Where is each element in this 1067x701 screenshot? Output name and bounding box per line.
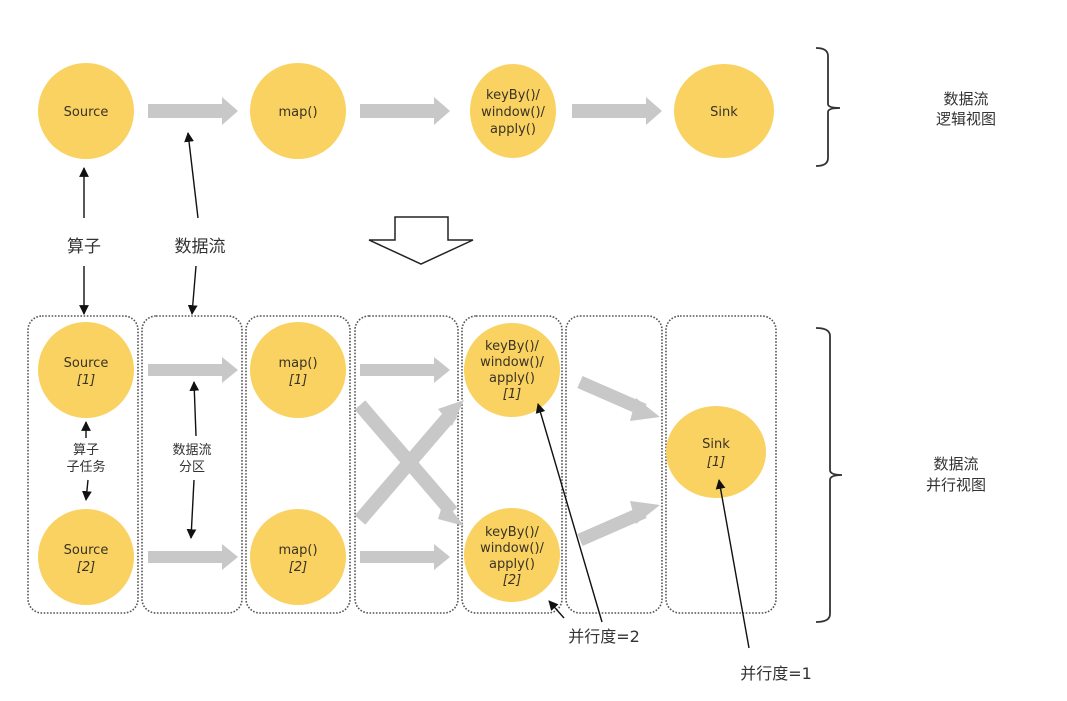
operator-keyby-window-apply: keyBy()/ window()/ apply() [470, 64, 556, 158]
subtask-group-box [245, 315, 351, 614]
node-label: window()/ [480, 541, 544, 556]
parallel-view-label: 并行视图 [926, 476, 986, 494]
subtask-source-2: Source [2] [38, 509, 134, 605]
parallel-view: Source [1] Source [2] map() [1] map() [2… [27, 315, 986, 683]
partition-group-box [141, 315, 243, 614]
operator-source: Source [38, 63, 134, 159]
node-label: keyBy()/ [485, 525, 540, 540]
node-label: keyBy()/ [486, 88, 541, 103]
subtask-sink-1: Sink [1] [666, 406, 766, 498]
node-label: Source [64, 105, 109, 120]
pointer-arrow [548, 600, 565, 619]
stream-arrow [572, 97, 662, 125]
node-index: [2] [77, 560, 95, 575]
node-label: Sink [710, 105, 738, 120]
pointer-arrow [189, 381, 200, 437]
pointer-arrow [715, 479, 750, 649]
subtask-label: 子任务 [66, 459, 105, 475]
brace-parallel [815, 327, 843, 623]
logical-view-label: 数据流 [943, 90, 988, 108]
node-index: [1] [289, 373, 307, 388]
node-label: window()/ [480, 355, 544, 370]
operator-sink: Sink [674, 64, 774, 158]
node-label: window()/ [481, 105, 545, 120]
partition-group-box [565, 315, 663, 614]
subtask-group-box [27, 315, 139, 614]
node-index: [2] [503, 573, 521, 588]
subtask-keyby-2: keyBy()/ window()/ apply() [2] [464, 508, 560, 602]
stream-label: 数据流 [175, 237, 226, 257]
subtask-map-1: map() [1] [250, 322, 346, 418]
stream-partition-arrow [360, 544, 450, 570]
node-label: apply() [489, 557, 535, 572]
logical-view-label: 逻辑视图 [936, 110, 996, 128]
node-index: [1] [503, 387, 521, 402]
partition-label: 数据流 [172, 443, 211, 458]
node-index: [1] [707, 455, 725, 470]
transform-arrow-icon [368, 216, 474, 265]
stream-partition-arrow [360, 357, 450, 383]
node-label: map() [278, 105, 317, 120]
parallelism-1-label: 并行度=1 [740, 664, 812, 683]
parallel-view-label: 数据流 [933, 455, 978, 473]
partition-label: 分区 [179, 460, 205, 475]
brace-logical [815, 47, 841, 167]
operator-map: map() [250, 63, 346, 159]
node-index: [2] [289, 560, 307, 575]
subtask-group-box [461, 315, 563, 614]
pointer-arrow [184, 132, 199, 219]
parallelism-2-label: 并行度=2 [568, 627, 640, 646]
node-label: map() [278, 356, 317, 371]
node-label: map() [278, 543, 317, 558]
node-label: apply() [489, 371, 535, 386]
subtask-source-1: Source [1] [38, 322, 134, 418]
subtask-group-box [665, 315, 777, 614]
subtask-keyby-1: keyBy()/ window()/ apply() [1] [464, 323, 560, 417]
pointer-arrow [82, 479, 92, 501]
subtask-label: 算子 [73, 443, 99, 458]
stream-arrow [148, 97, 238, 125]
stream-partition-arrow [148, 544, 238, 570]
stream-arrow [360, 97, 450, 125]
pointer-arrow [187, 265, 198, 315]
pointer-arrow [535, 403, 603, 623]
annotations: 算子 数据流 [67, 132, 474, 315]
logical-view: Source map() keyBy()/ window()/ apply() … [38, 47, 996, 167]
node-index: [1] [77, 373, 95, 388]
subtask-map-2: map() [2] [250, 509, 346, 605]
node-label: Source [64, 356, 109, 371]
operator-label: 算子 [67, 237, 101, 257]
node-label: apply() [490, 122, 536, 137]
shuffle-cross [354, 400, 464, 526]
pointer-arrow [186, 479, 197, 539]
node-label: keyBy()/ [485, 339, 540, 354]
node-label: Sink [702, 437, 730, 452]
partition-group-box [354, 315, 459, 614]
stream-to-sink [577, 376, 660, 546]
node-label: Source [64, 543, 109, 558]
stream-partition-arrow [148, 357, 238, 383]
